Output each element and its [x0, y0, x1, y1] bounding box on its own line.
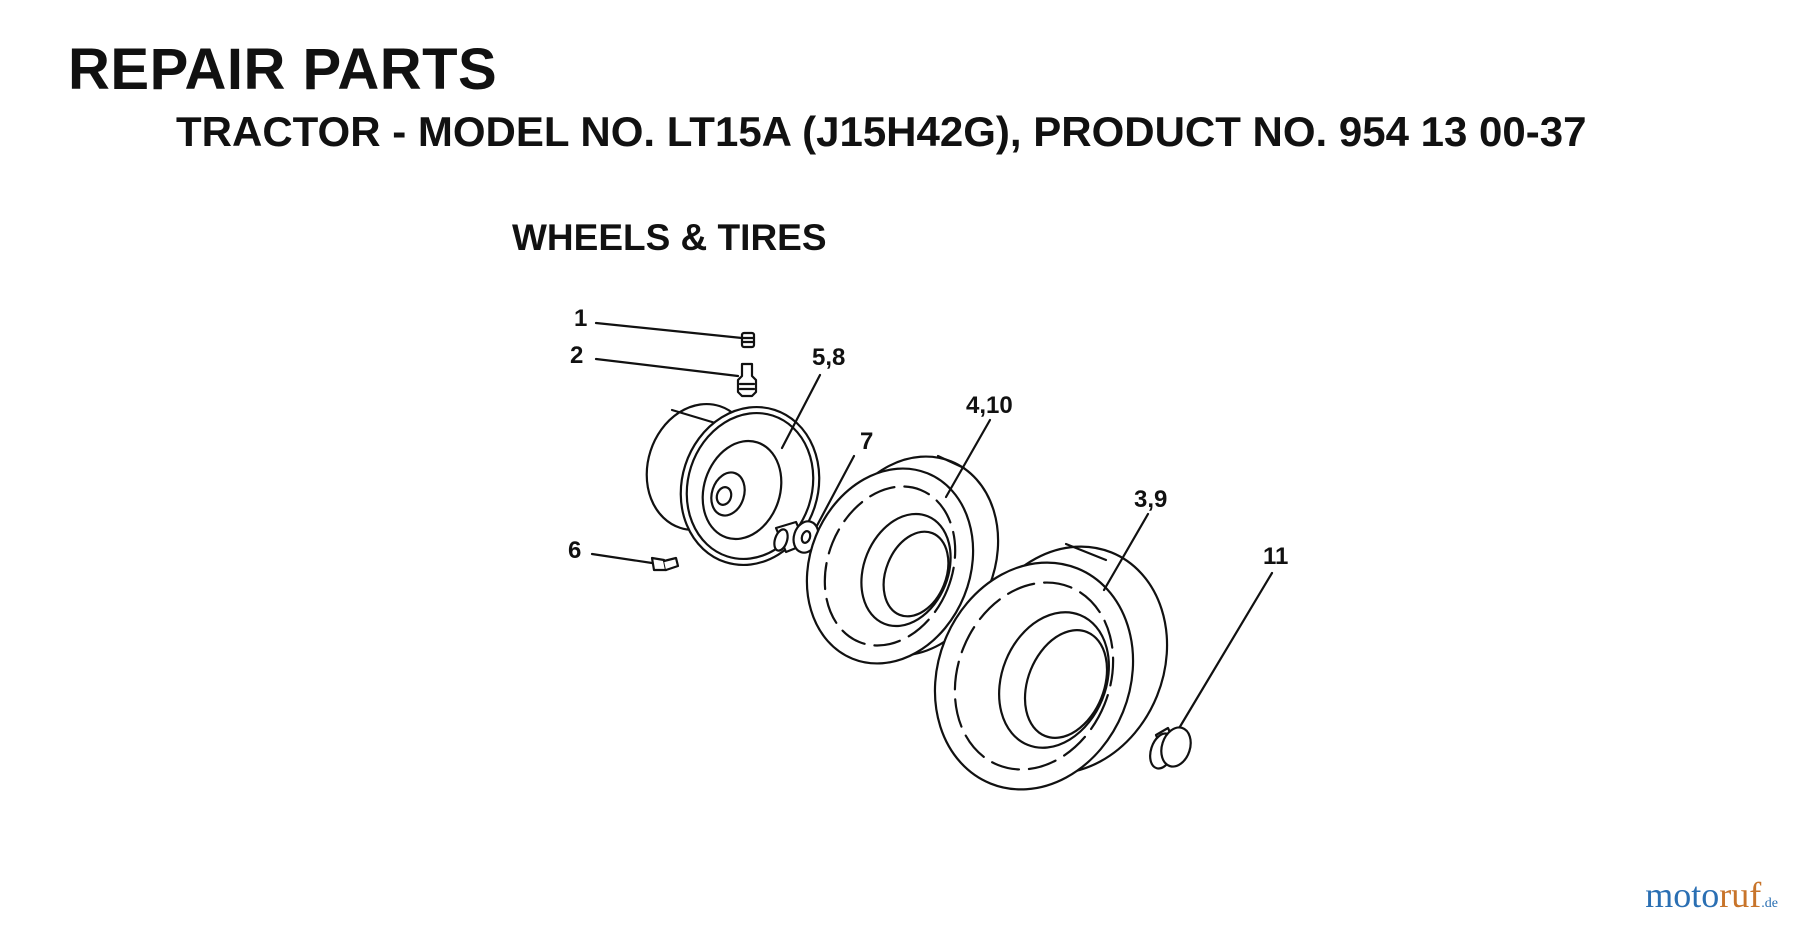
leader-line-5-8: [780, 373, 822, 450]
rear-tire-front: [933, 561, 1135, 791]
leader-line-6: [590, 552, 654, 565]
part-11-hub-cap: [1149, 571, 1274, 770]
callout-4-10: 4,10: [966, 392, 1013, 419]
callout-6: 6: [568, 537, 581, 564]
part-2-valve-stem: [594, 357, 758, 398]
callout-3-9: 3,9: [1134, 486, 1167, 513]
callout-5-8: 5,8: [812, 344, 845, 371]
part-3-9-rear-tire: [933, 512, 1169, 791]
callout-11: 11: [1263, 543, 1288, 570]
part-6-lug-bolt: [590, 552, 680, 572]
part-7-bushing: [773, 454, 856, 554]
leader-line-3-9: [1102, 512, 1150, 592]
callout-7: 7: [860, 428, 873, 455]
valve-stem-shape: [736, 362, 758, 398]
part-1-valve-cap: [594, 321, 756, 349]
valve-cap-shape: [740, 331, 756, 349]
callout-1: 1: [574, 305, 587, 332]
leader-line-1: [594, 321, 744, 340]
section-title: WHEELS & TIRES: [512, 217, 827, 258]
leader-line-11: [1176, 571, 1274, 732]
watermark-logo: motoruf.de: [1645, 875, 1778, 915]
leader-line-4-10: [944, 418, 992, 499]
leader-line-7: [810, 454, 856, 537]
part-4-10-front-tire: [805, 418, 1000, 665]
page-title: REPAIR PARTS: [68, 37, 498, 102]
callout-2: 2: [570, 342, 583, 369]
page-subtitle: TRACTOR - MODEL NO. LT15A (J15H42G), PRO…: [176, 108, 1587, 155]
leader-line-2: [594, 357, 740, 378]
